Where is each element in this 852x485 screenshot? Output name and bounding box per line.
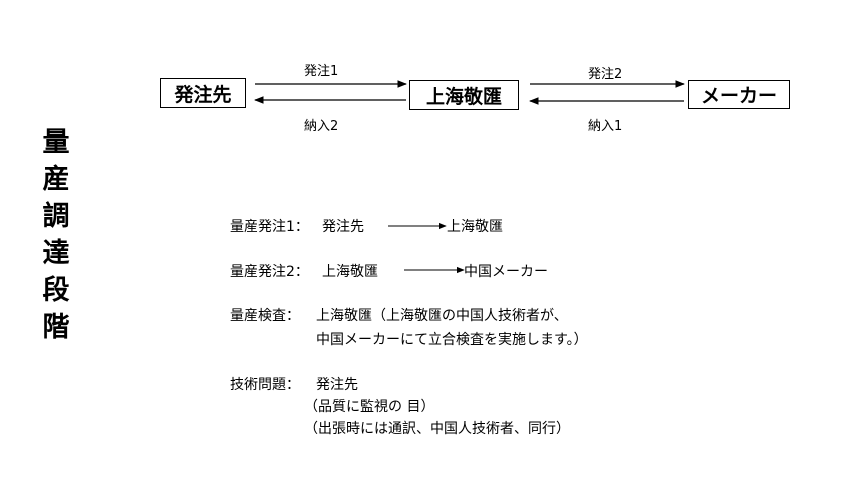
- note-label-inspection: 量産検査：: [230, 308, 300, 324]
- title-char: 階: [42, 312, 70, 343]
- vertical-title: 量 産 調 達 段 階: [36, 124, 76, 346]
- edge-label-delivery1: 納入1: [588, 119, 623, 134]
- note-technical-sub1: （品質に監視の 目）: [304, 399, 435, 415]
- title-char: 調: [42, 201, 70, 232]
- note-technical-text: 発注先: [316, 377, 358, 393]
- title-char: 産: [42, 164, 70, 195]
- note-from-order1: 発注先: [322, 219, 364, 235]
- note-inspection-cont: 中国メーカーにて立合検査を実施します。）: [316, 332, 588, 348]
- note-technical-sub2: （出張時には通訳、中国人技術者、同行）: [304, 421, 570, 437]
- edge-label-order1: 発注1: [304, 64, 339, 79]
- title-char: 量: [42, 127, 70, 158]
- note-inspection-text: 上海敬匯（上海敬匯の中国人技術者が、: [316, 308, 568, 324]
- edge-label-delivery2: 納入2: [304, 119, 339, 134]
- note-label-order2: 量産発注2：: [230, 264, 309, 280]
- title-char: 段: [42, 275, 70, 306]
- node-maker: メーカー: [688, 80, 790, 109]
- edge-label-order2: 発注2: [588, 67, 623, 82]
- title-char: 達: [42, 238, 70, 269]
- note-to-order1: 上海敬匯: [447, 219, 503, 235]
- node-orderer: 発注先: [160, 78, 246, 108]
- note-label-technical: 技術問題：: [230, 377, 300, 393]
- node-shanghai: 上海敬匯: [409, 80, 519, 110]
- note-to-order2: 中国メーカー: [464, 264, 548, 280]
- note-from-order2: 上海敬匯: [322, 264, 378, 280]
- note-label-order1: 量産発注1：: [230, 219, 309, 235]
